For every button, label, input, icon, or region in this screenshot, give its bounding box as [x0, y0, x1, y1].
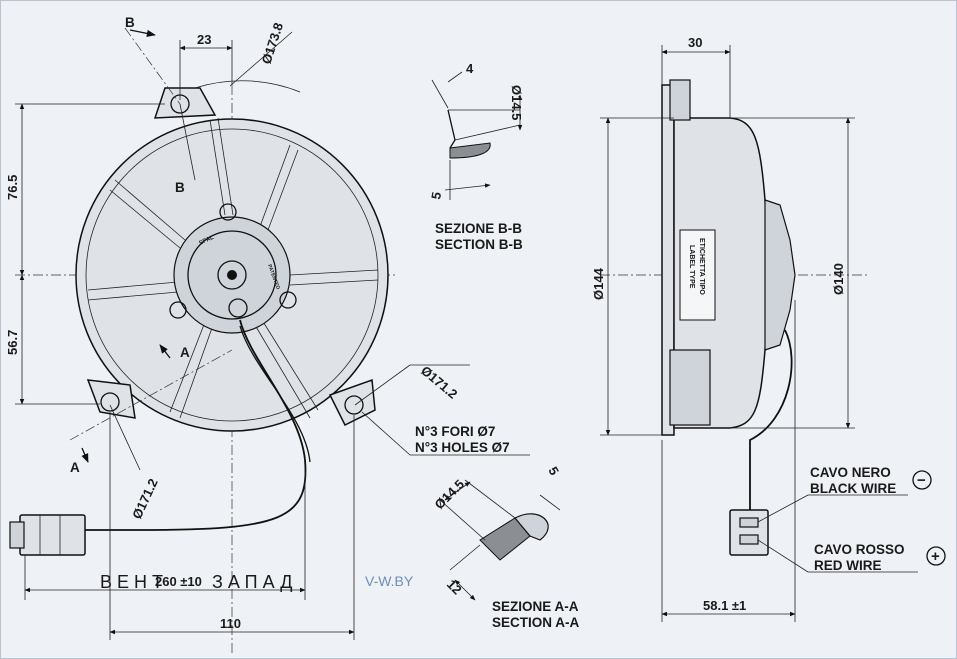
side-connector-pin-red — [739, 534, 759, 545]
top-mounting-lug — [153, 87, 217, 119]
dim-171-left-label: Ø171.2 — [129, 476, 161, 521]
dim-144-label: Ø144 — [591, 267, 606, 300]
section-mark-b-top: B — [125, 15, 135, 30]
side-label-line2: LABEL TYPE — [688, 245, 695, 289]
red-symbol: + — [931, 548, 940, 565]
dim-bb-145-label: Ø14.5 — [509, 85, 524, 120]
dim-aa-145-line — [444, 481, 471, 501]
section-mark-a-bottom: A — [70, 460, 80, 475]
side-motor — [764, 199, 796, 351]
black-symbol-circle — [912, 470, 932, 490]
section-bb-title-it: SEZIONE B-B — [435, 221, 522, 236]
dim-aa-5-line — [539, 494, 561, 511]
left-mounting-lug — [86, 379, 136, 419]
right-mount-hole — [344, 395, 364, 415]
section-aa-ext-1 — [439, 499, 486, 541]
hub-screw-right — [279, 291, 297, 309]
section-mark-b-bottom: B — [175, 180, 185, 195]
dim-aa-145-label: Ø14.5 — [432, 476, 468, 512]
section-bb-ext-1 — [431, 79, 449, 109]
section-b-arrow-top — [129, 29, 156, 37]
black-wire-en: BLACK WIRE — [810, 481, 896, 496]
watermark-site: V-W.BY — [365, 573, 414, 589]
section-bb-title-en: SECTION B-B — [435, 237, 523, 252]
holes-note-it: N°3 FORI Ø7 — [415, 424, 495, 439]
dim-bb-4-label: 4 — [466, 61, 474, 76]
holes-note-en: N°3 HOLES Ø7 — [415, 440, 510, 455]
motor-shaft — [227, 270, 237, 280]
dim-765-label: 76.5 — [5, 175, 20, 200]
side-label-box — [679, 229, 716, 321]
power-cable — [85, 319, 307, 531]
side-cable — [749, 329, 793, 510]
dim-30-label: 30 — [688, 35, 702, 50]
red-wire-leader — [757, 539, 809, 573]
section-bb-profile — [449, 142, 491, 159]
section-bb-ext-3 — [454, 124, 521, 141]
dim-171-right-leader — [354, 364, 411, 406]
dim-140-label: Ø140 — [831, 263, 846, 295]
red-symbol-circle — [926, 546, 946, 566]
side-connector — [729, 509, 769, 556]
black-symbol: − — [917, 472, 926, 489]
dim-aa-12-label: 12 — [444, 577, 465, 598]
section-b-line-lower — [179, 103, 196, 181]
motor-shaft-boss — [217, 260, 247, 290]
dim-bb-5-line — [444, 183, 491, 191]
left-mount-hole — [100, 392, 120, 412]
motor-face — [187, 230, 277, 320]
hub-screw-top — [219, 203, 237, 221]
section-aa: Ø14.5 5 12 SEZIONE A-A SECTION A-A — [432, 464, 580, 630]
black-wire-leader — [757, 494, 809, 523]
dim-173-arc — [194, 80, 301, 93]
dim-173-label: Ø173.8 — [259, 21, 286, 66]
section-a-line — [69, 349, 233, 441]
section-aa-title-it: SEZIONE A-A — [492, 599, 579, 614]
dim-171-left-leader — [109, 404, 141, 471]
red-wire-it: CAVO ROSSO — [814, 542, 905, 557]
section-bb: 4 Ø14.5 5 SEZIONE B-B SECTION B-B — [428, 61, 524, 252]
dim-58-label: 58.1 ±1 — [703, 598, 746, 613]
dim-110-label: 110 — [220, 616, 241, 631]
dim-567-label: 56.7 — [5, 330, 20, 355]
watermark: ВЕНТ ЗАПАД V-W.BY — [100, 572, 414, 592]
watermark-brand-part2: ЗАПАД — [212, 572, 297, 592]
side-view: ETICHETTA TIPO LABEL TYPE 30 Ø144 Ø140 5… — [591, 35, 946, 622]
power-cable-outline — [239, 325, 311, 463]
watermark-brand-part1: ВЕНТ — [100, 572, 168, 592]
side-top-lug — [669, 79, 691, 121]
section-aa-title-en: SECTION A-A — [492, 615, 579, 630]
black-wire-it: CAVO NERO — [810, 465, 891, 480]
front-view: SPAL PATENTED 23 Ø173.8 B B 76.5 — [5, 15, 530, 655]
dim-bb-5-label: 5 — [428, 191, 444, 201]
section-b-line — [124, 27, 181, 105]
section-aa-boss — [514, 513, 549, 541]
section-aa-ext-2 — [464, 479, 516, 519]
red-wire-en: RED WIRE — [814, 558, 882, 573]
shroud-inner-ring — [85, 128, 379, 422]
dim-aa-12-line — [454, 579, 476, 601]
dim-171-right-label: Ø171.2 — [418, 363, 460, 402]
hub-cable-grommet — [228, 298, 248, 318]
fan-spokes — [87, 117, 379, 419]
connector — [9, 514, 86, 556]
dim-aa-5-label: 5 — [545, 464, 562, 478]
section-a-arrow-top — [159, 344, 171, 359]
dim-bb-4-line — [447, 71, 463, 83]
holes-note-leader — [361, 411, 411, 456]
section-a-arrow-bottom — [81, 447, 89, 463]
section-bb-web — [447, 109, 456, 149]
hub-screw-left — [169, 301, 187, 319]
dim-23-label: 23 — [197, 32, 211, 47]
dim-173-leader — [229, 31, 293, 87]
section-mark-a-top: A — [180, 345, 190, 360]
side-label-line1: ETICHETTA TIPO — [698, 238, 705, 295]
side-connector-pin-black — [739, 517, 759, 528]
dim-aa-12-ext — [449, 544, 481, 571]
dim-260-label: 260 ±10 — [155, 574, 202, 589]
side-bottom-lug — [669, 349, 711, 426]
